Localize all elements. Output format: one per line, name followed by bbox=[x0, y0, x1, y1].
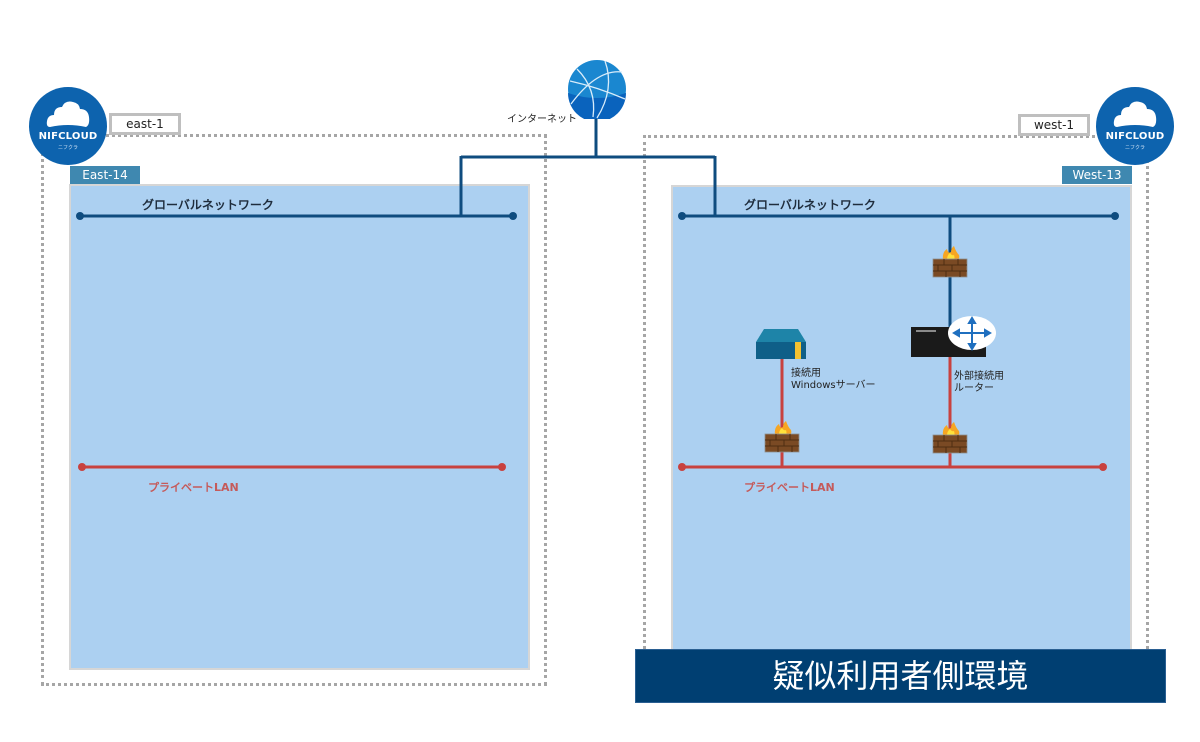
windows-server-label-line1: 接続用 bbox=[791, 368, 821, 379]
zone-east-14 bbox=[69, 184, 530, 670]
region-label-east: east-1 bbox=[109, 113, 181, 135]
cloud-icon bbox=[46, 101, 90, 127]
internet-label: インターネット bbox=[507, 114, 577, 125]
private-lan-line-east bbox=[78, 463, 506, 471]
router-icon bbox=[911, 316, 996, 357]
zone-west-13 bbox=[671, 185, 1132, 655]
cloud-icon bbox=[1113, 101, 1157, 127]
server-icon bbox=[756, 329, 806, 359]
region-east-boundary bbox=[41, 134, 547, 686]
nifcloud-logo-east: NIFCLOUD ニフクラ bbox=[29, 87, 107, 165]
global-network-label-west: グローバルネットワーク bbox=[744, 198, 876, 212]
firewall-icon bbox=[932, 422, 968, 454]
private-lan-label-west: プライベートLAN bbox=[744, 481, 835, 494]
router-label-line2: ルーター bbox=[954, 383, 994, 394]
globe-icon bbox=[568, 60, 626, 119]
logo-text: NIFCLOUD bbox=[38, 131, 98, 142]
firewall-icon bbox=[932, 246, 968, 278]
logo-text: NIFCLOUD bbox=[1105, 131, 1165, 142]
logo-subtext: ニフクラ bbox=[1124, 145, 1145, 151]
global-network-line-west bbox=[678, 212, 1119, 220]
environment-banner: 疑似利用者側環境 bbox=[635, 649, 1166, 703]
nifcloud-logo-west: NIFCLOUD ニフクラ bbox=[1096, 87, 1174, 165]
router-label-line1: 外部接続用 bbox=[954, 371, 1004, 382]
internet-links bbox=[459, 112, 717, 217]
global-network-line-east bbox=[76, 212, 517, 220]
zone-tag-east: East-14 bbox=[70, 166, 140, 184]
global-network-label-east: グローバルネットワーク bbox=[142, 198, 274, 212]
private-lan-line-west bbox=[678, 463, 1107, 471]
firewall-icon bbox=[764, 421, 800, 453]
router-label: 外部接続用 ルーター bbox=[954, 371, 1004, 395]
windows-server-label-line2: Windowsサーバー bbox=[791, 380, 876, 391]
region-label-west: west-1 bbox=[1018, 114, 1090, 136]
logo-subtext: ニフクラ bbox=[57, 145, 78, 151]
zone-tag-west: West-13 bbox=[1062, 166, 1132, 184]
windows-server-label: 接続用 Windowsサーバー bbox=[791, 368, 876, 392]
private-lan-label-east: プライベートLAN bbox=[148, 481, 239, 494]
